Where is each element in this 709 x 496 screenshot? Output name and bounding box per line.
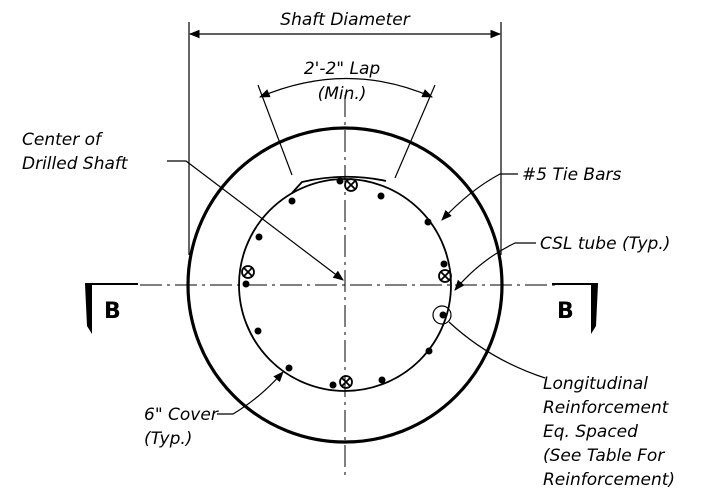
csl-tube-bottom [339, 375, 353, 389]
csl-tube-top [344, 178, 358, 192]
long-label-line1: Longitudinal [543, 374, 648, 394]
lap-label-line2: (Min.) [318, 84, 367, 104]
lap-label-line1: 2'-2" Lap [304, 59, 381, 79]
section-cut-right-arrow [591, 284, 598, 334]
rebar-callout-circle [432, 305, 452, 325]
rebar-dot [242, 280, 250, 288]
long-label-line4: (See Table For [543, 446, 665, 466]
long-label-line5: Reinforcement) [543, 470, 675, 490]
rebar-dot [425, 347, 433, 355]
rebar-dot [255, 233, 263, 241]
lap-extension-left [257, 84, 293, 176]
rebar-dot [377, 192, 385, 200]
section-cut-left-arrow [85, 284, 92, 334]
rebar-dot [424, 218, 432, 226]
lap-bar-segment [291, 175, 387, 194]
shaft-outer-circle [186, 126, 504, 444]
tie-bar-circle [238, 178, 452, 392]
csl-tube-right [438, 269, 452, 283]
rebar-dot [440, 260, 448, 268]
cover-label-line2: (Typ.) [144, 429, 192, 449]
section-label-left: B [104, 299, 121, 324]
csl-tube-left [241, 265, 255, 279]
rebar-dot [285, 364, 293, 372]
rebar-dot [288, 197, 296, 205]
cover-label-line1: 6" Cover [144, 405, 219, 425]
lap-dimension-arc [259, 77, 433, 98]
rebar-dot [378, 376, 386, 384]
section-label-right: B [557, 299, 574, 324]
tie-bars-leader [441, 173, 518, 221]
tie-bars-label: #5 Tie Bars [522, 165, 622, 185]
long-label-line2: Reinforcement [543, 398, 670, 418]
center-label-line1: Center of [22, 130, 104, 150]
cover-leader [217, 371, 284, 415]
shaft-diameter-label: Shaft Diameter [280, 10, 410, 30]
lap-extension-right [394, 84, 436, 179]
csl-tube-leader [454, 242, 536, 291]
rebar-dot [439, 311, 447, 319]
csl-tube-label: CSL tube (Typ.) [540, 234, 670, 254]
long-label-line3: Eq. Spaced [543, 422, 638, 442]
longitudinal-bars [242, 177, 448, 389]
rebar-dot [254, 327, 262, 335]
rebar-dot [329, 381, 337, 389]
rebar-callout-leader [448, 321, 546, 379]
center-leader [167, 160, 344, 281]
center-label-line2: Drilled Shaft [22, 154, 129, 174]
rebar-dot [336, 177, 344, 185]
